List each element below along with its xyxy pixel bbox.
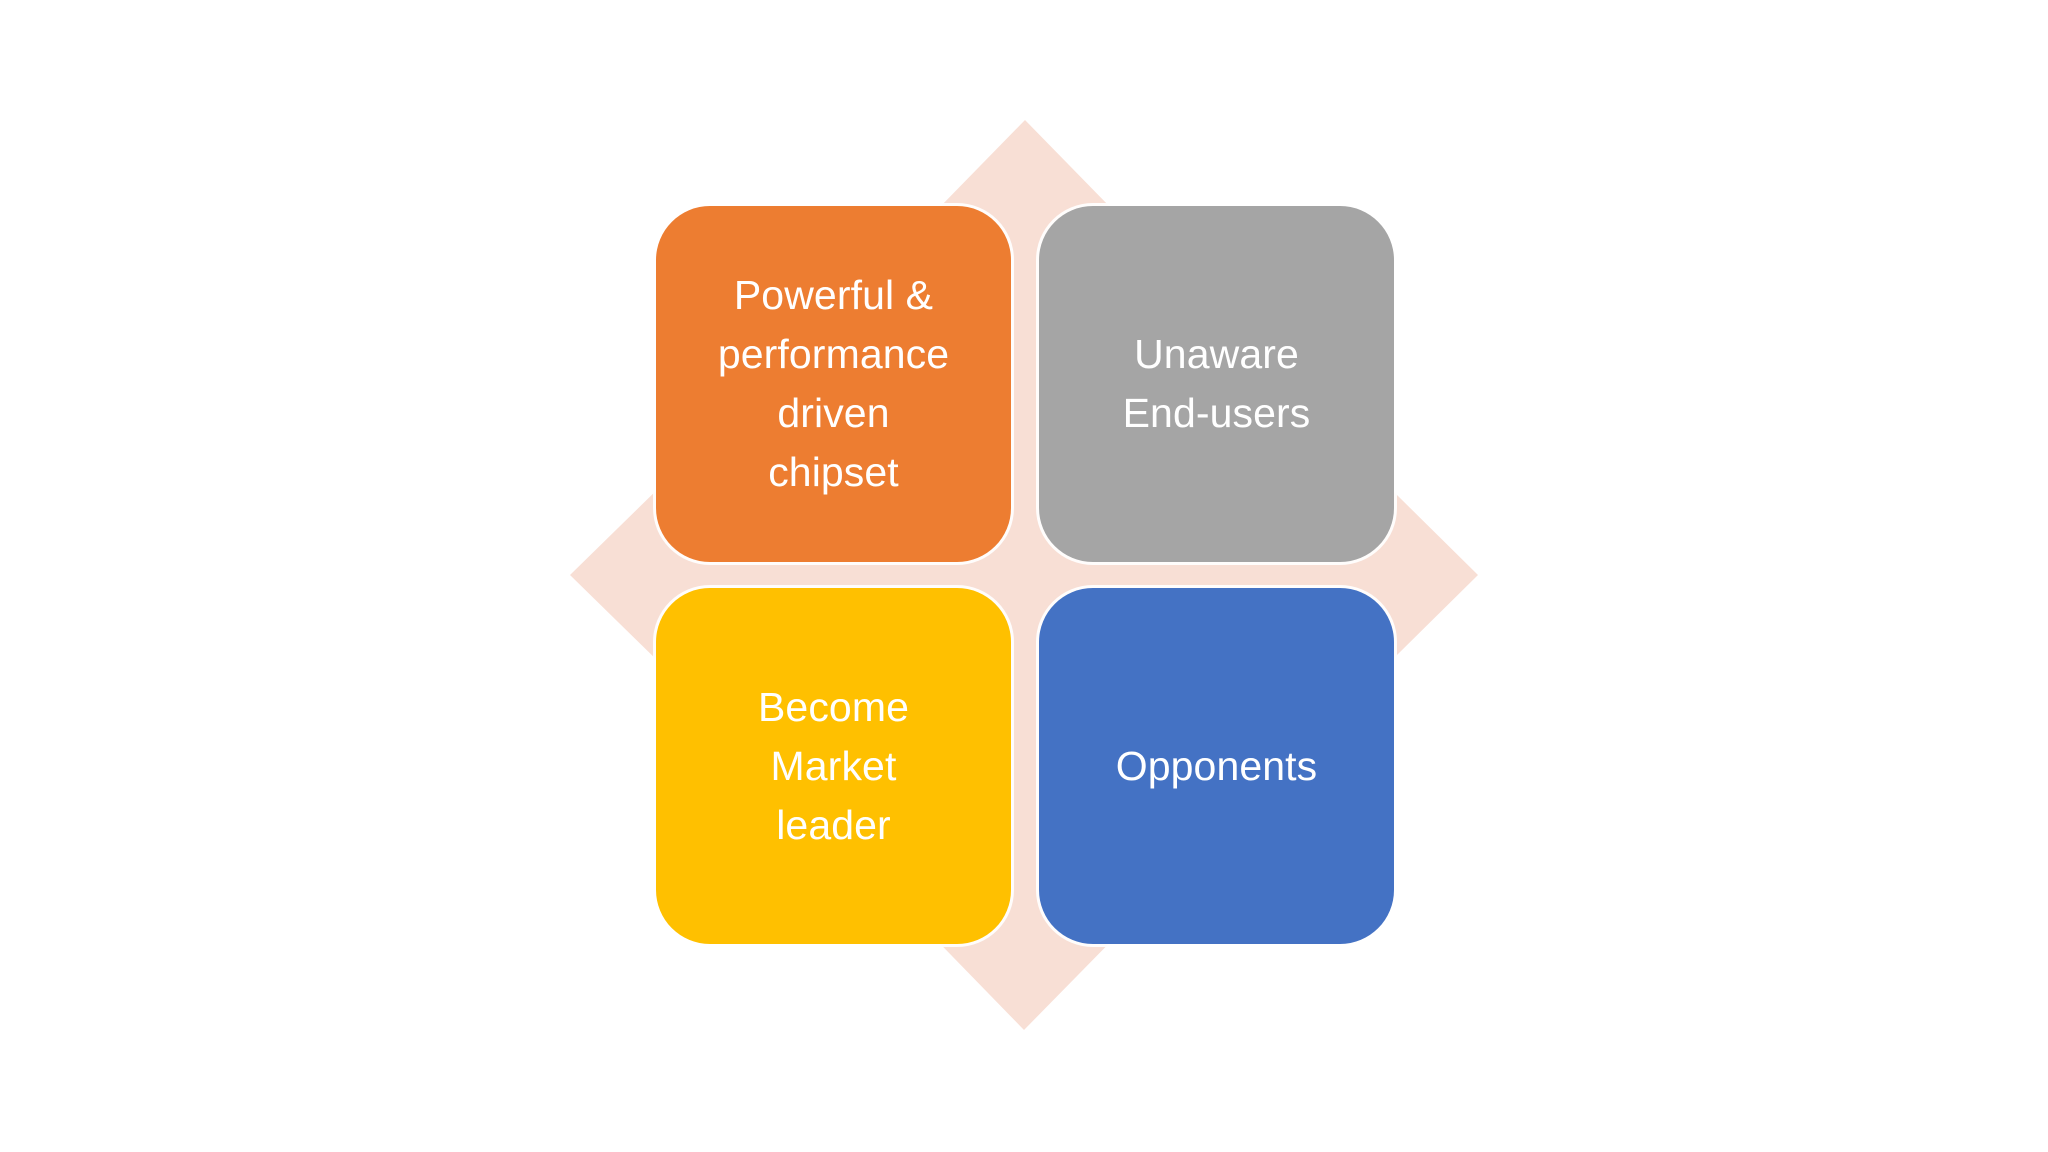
quadrant-opponents[interactable]: Opponents (1039, 588, 1394, 944)
matrix-quadrant-grid: Powerful & performance driven chipset Un… (656, 206, 1394, 944)
quadrant-become-market-leader[interactable]: Become Market leader (656, 588, 1011, 944)
quadrant-label-chipset: Powerful & performance driven chipset (717, 272, 950, 495)
quadrant-label-end-users: Unaware End-users (1122, 331, 1311, 436)
quadrant-unaware-end-users[interactable]: Unaware End-users (1039, 206, 1394, 562)
quadrant-powerful-performance-driven-chipset[interactable]: Powerful & performance driven chipset (656, 206, 1011, 562)
quadrant-label-market-leader: Become Market leader (757, 683, 909, 848)
four-point-star-path (570, 120, 1478, 1030)
quadrant-label-opponents: Opponents (1115, 742, 1318, 789)
